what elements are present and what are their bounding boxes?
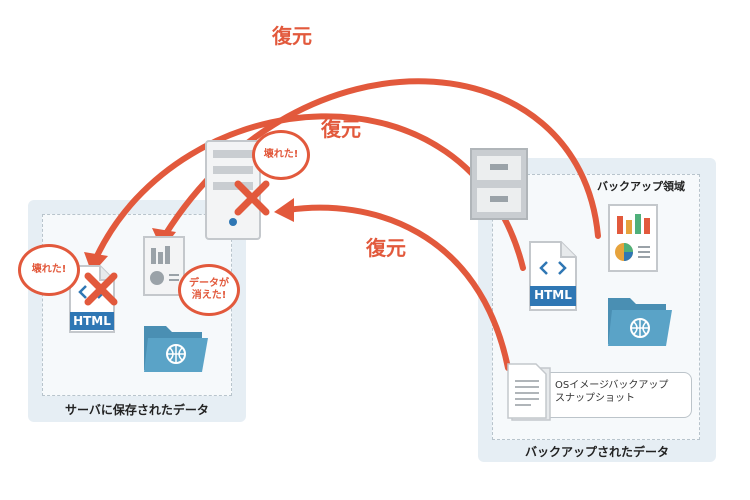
restore-label-bottom: 復元 (366, 236, 406, 260)
web-folder-icon-server (144, 326, 208, 372)
html-file-icon-backup (529, 241, 577, 311)
document-stack-icon (507, 363, 551, 421)
restore-label-middle: 復元 (321, 117, 361, 141)
report-icon-backup (608, 204, 658, 272)
backup-region-label: バックアップ領域 (597, 180, 685, 193)
server-broken-x-icon (234, 180, 270, 216)
server-tower-icon (205, 140, 261, 240)
web-folder-icon-backup (608, 298, 672, 346)
html-broken-bubble: 壊れた! (18, 244, 80, 296)
restore-arrow-inner (285, 204, 511, 371)
snapshot-label: スナップショット (555, 393, 635, 404)
os-image-label: OSイメージバックアップ (555, 380, 669, 391)
html-badge-backup: HTML (534, 288, 572, 302)
server-data-label: サーバに保存されたデータ (65, 403, 209, 417)
restore-arrowhead-inner (274, 198, 294, 222)
report-icon-server (143, 236, 185, 296)
restore-label-top: 復元 (272, 24, 312, 48)
html-broken-x-icon (84, 272, 118, 306)
data-lost-bubble: データが消えた! (178, 264, 240, 316)
backup-data-label: バックアップされたデータ (524, 445, 669, 459)
server-broken-bubble: 壊れた! (252, 130, 310, 180)
html-badge-server: HTML (73, 314, 111, 328)
storage-cabinet-icon (470, 148, 528, 220)
